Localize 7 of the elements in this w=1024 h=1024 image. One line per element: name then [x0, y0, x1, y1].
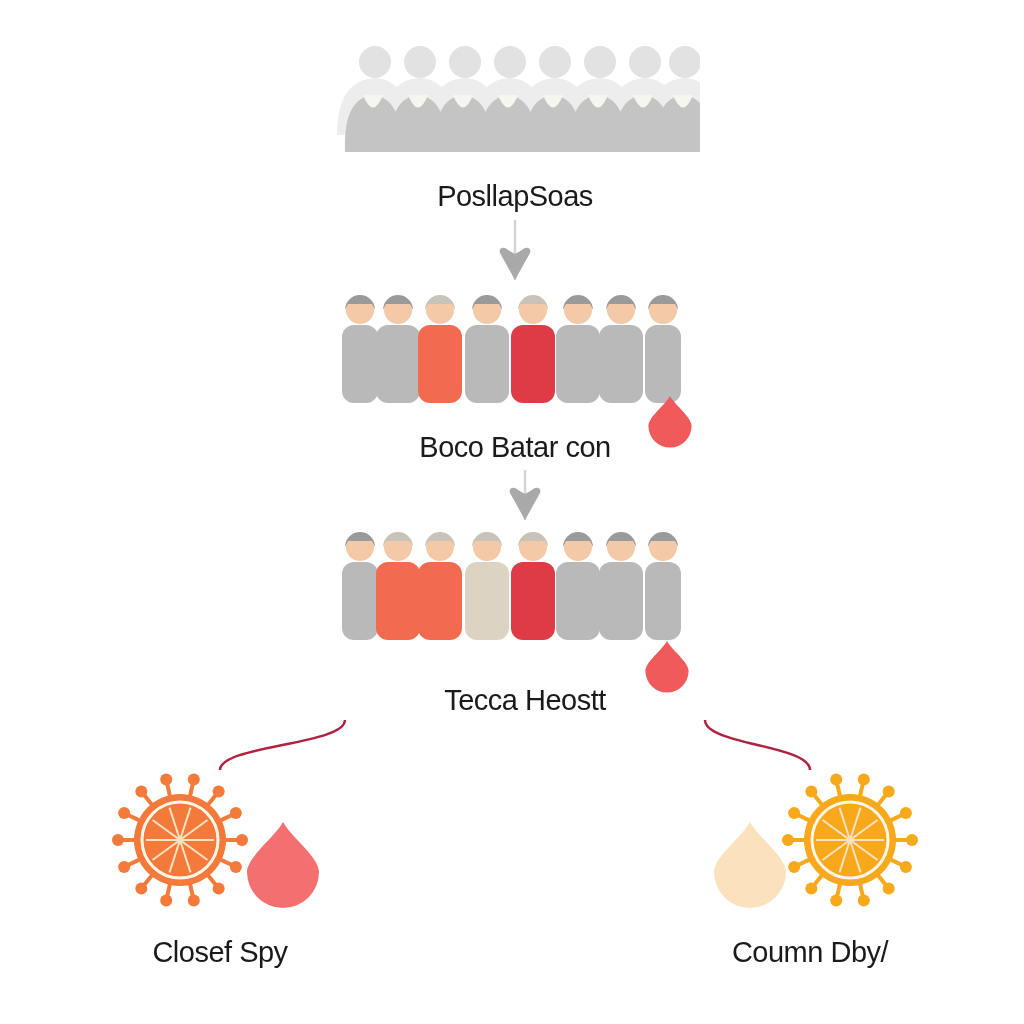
connector-line: [218, 719, 347, 771]
group-label: Tecca Heostt: [444, 683, 606, 717]
group-label: Closef Spy: [152, 935, 288, 969]
connector-line: [703, 719, 812, 771]
group-label: PosllapSoas: [437, 179, 593, 213]
group-label: Boco Batar con: [419, 430, 611, 464]
group-label: Coumn Dby/: [731, 935, 889, 969]
